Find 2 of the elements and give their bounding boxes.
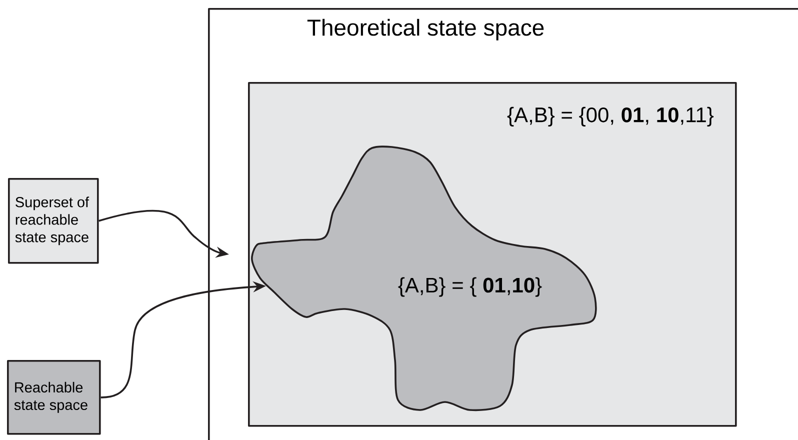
text-box: Superset of reachable state space bbox=[8, 178, 99, 264]
text-box: Reachable state space bbox=[7, 360, 101, 435]
